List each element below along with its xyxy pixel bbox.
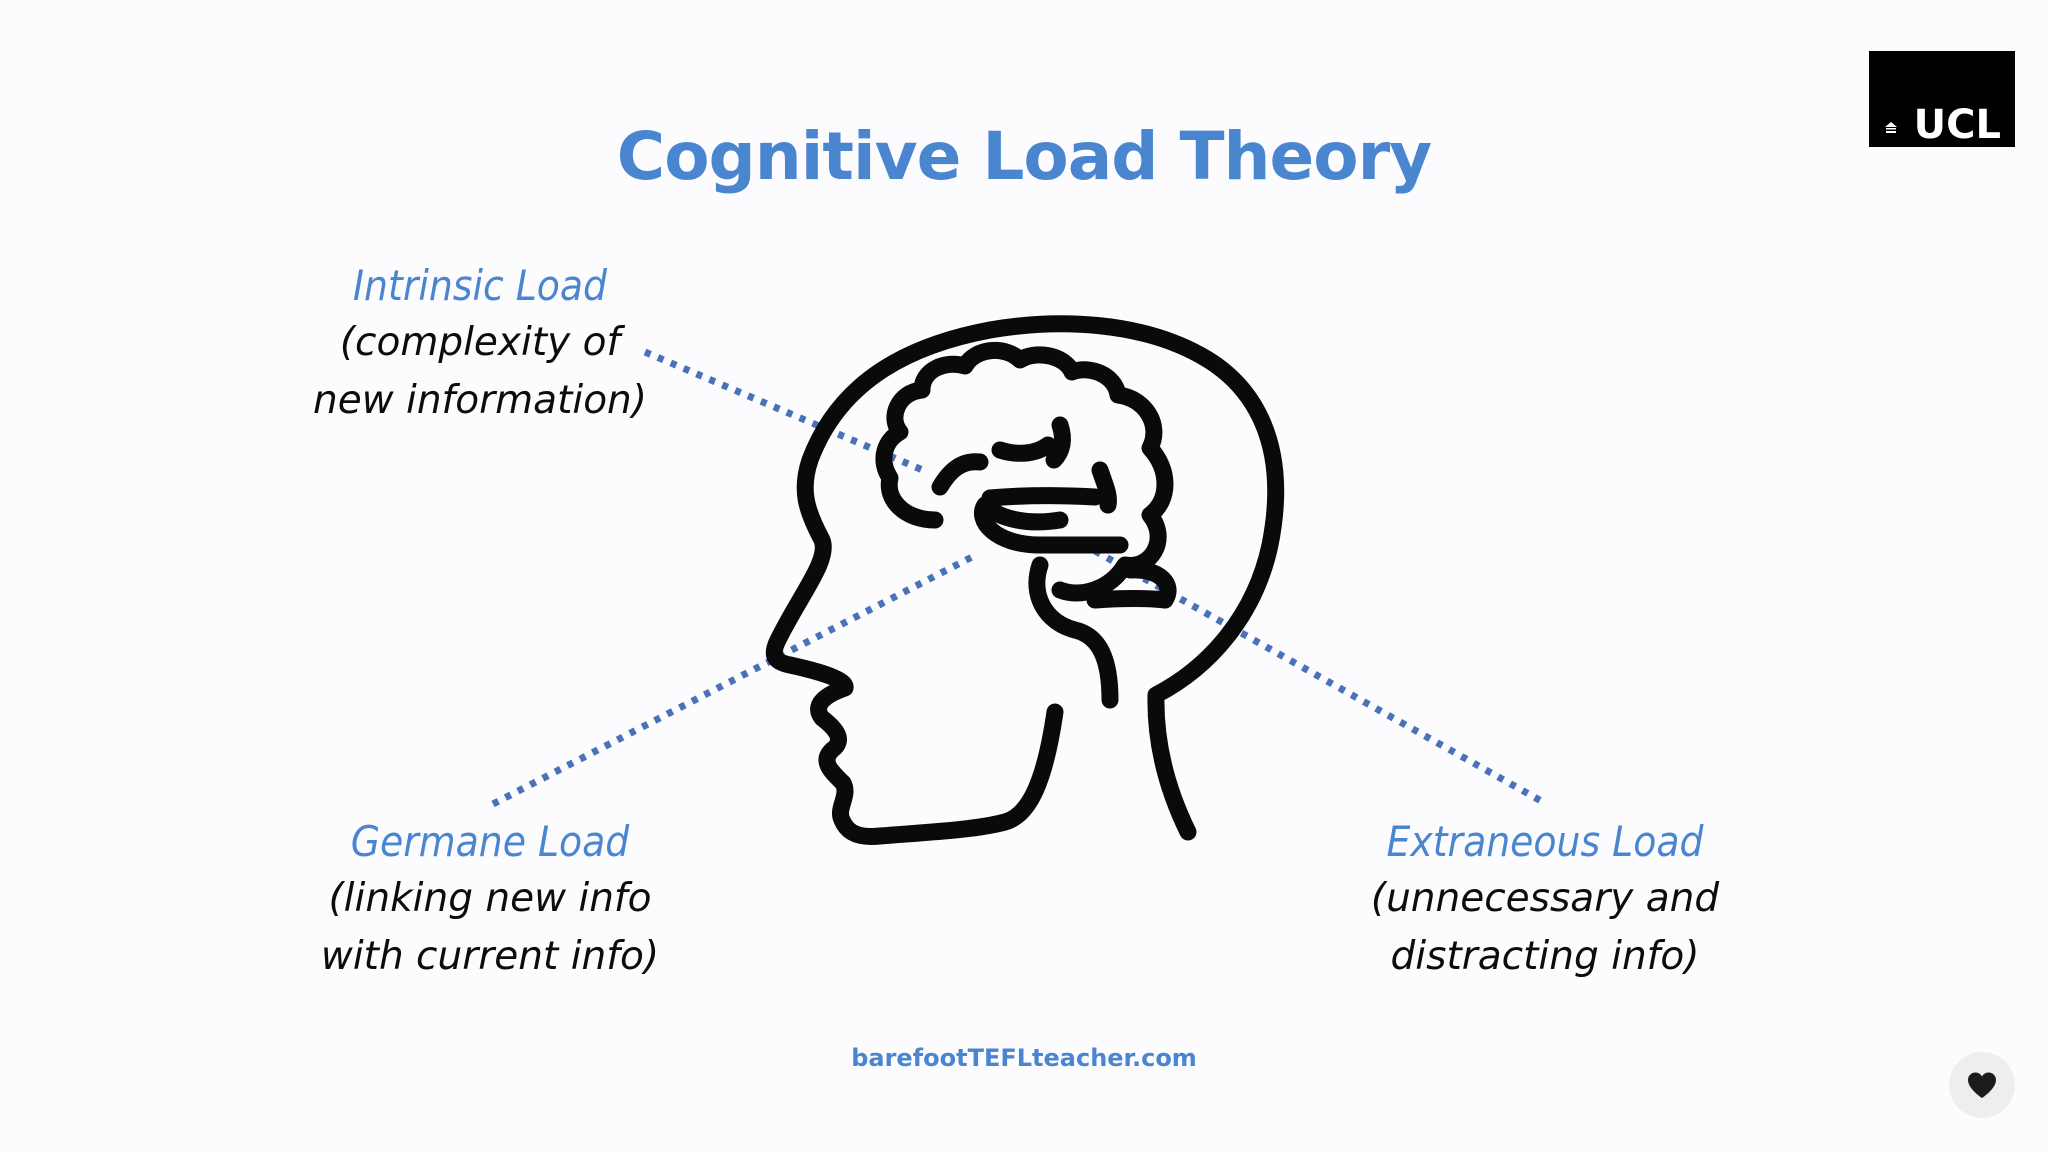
cerebellum [1028,556,1119,709]
head-outline [765,315,1285,846]
page-title: Cognitive Load Theory [616,118,1432,195]
heart-icon [1968,1072,1996,1098]
brain-fold-3 [1045,416,1071,469]
germane-connector-line [491,553,974,808]
germane-load-description: (linking new info with current info) [320,876,660,979]
germane-load-title: Germane Load [350,817,630,866]
cerebellum-fold [1086,590,1174,609]
intrinsic-load-title: Intrinsic Load [352,261,608,310]
cerebellum-bottom [1121,561,1177,609]
brain-fold-4 [981,487,1104,507]
brain-fold-2 [991,436,1057,462]
extraneous-load-description: (unnecessary and distracting info) [1370,876,1720,979]
germane-load-block: Germane Load (linking new info with curr… [290,814,690,986]
brain-fold-1 [931,453,989,496]
head-with-brain-icon [765,315,1285,846]
brain-outline [875,341,1174,602]
ucl-logo: UCL [1869,51,2015,147]
extraneous-load-title: Extraneous Load [1386,817,1704,866]
footer-website: barefootTEFLteacher.com [851,1044,1197,1072]
like-button[interactable] [1949,1052,2015,1118]
ucl-logo-text: UCL [1913,102,2001,148]
extraneous-load-block: Extraneous Load (unnecessary and distrac… [1345,814,1745,986]
portico-icon [1885,122,1897,133]
intrinsic-load-description: (complexity of new information) [313,320,647,423]
intrinsic-load-block: Intrinsic Load (complexity of new inform… [290,258,670,430]
temporal-lobe [974,496,1129,554]
brain-fold-5 [1091,461,1117,514]
